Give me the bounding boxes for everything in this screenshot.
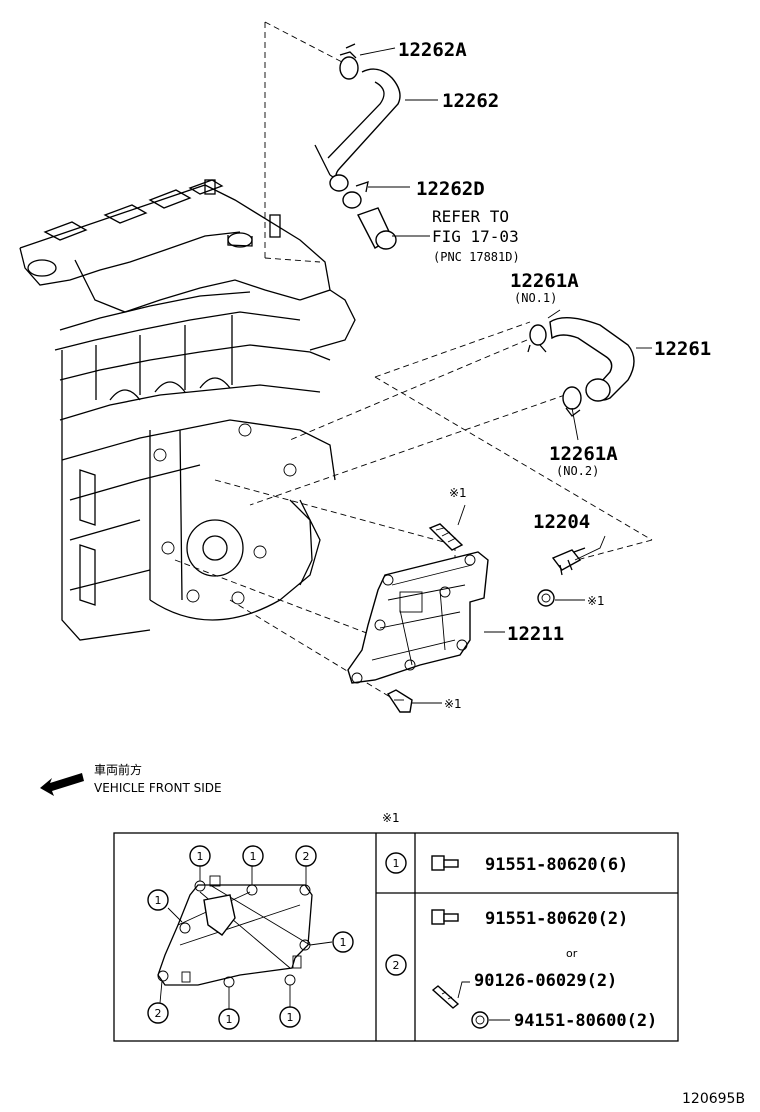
refer-line-1: REFER TO <box>432 207 509 226</box>
mark-nut: ※1 <box>587 594 605 608</box>
label-12261a-no1-sub: (NO.1) <box>514 291 557 305</box>
label-12262d: 12262D <box>416 178 485 200</box>
stud-icon <box>431 985 460 1009</box>
layout-marks: 1 1 2 1 1 2 1 1 <box>147 845 354 1030</box>
orientation-en: VEHICLE FRONT SIDE <box>94 781 222 795</box>
label-12262: 12262 <box>442 90 499 112</box>
callout-labels: 12262A 12262 12262D REFER TO FIG 17-03 (… <box>398 39 711 711</box>
bolt-layout-sketch: 1 1 2 1 1 2 1 1 <box>147 845 354 1030</box>
figure-id: 120695B <box>682 1091 745 1107</box>
layout-mark-text: 1 <box>250 850 257 863</box>
plate-12211-group <box>347 551 489 684</box>
row2-key-circle <box>385 954 407 976</box>
refer-line-2: FIG 17-03 <box>432 227 519 246</box>
layout-mark-text: 1 <box>197 850 204 863</box>
layout-mark <box>218 1008 240 1030</box>
orientation-indicator: 車両前方 VEHICLE FRONT SIDE <box>40 762 222 796</box>
layout-mark-text: 1 <box>155 894 162 907</box>
orientation-jp: 車両前方 <box>94 762 142 777</box>
bolt-icon <box>431 855 459 871</box>
label-12211: 12211 <box>507 623 564 645</box>
layout-mark <box>279 1006 301 1028</box>
layout-mark-text: 1 <box>287 1011 294 1024</box>
table-mark: ※1 <box>382 811 400 825</box>
row2-part-number-a: 91551-80620(2) <box>485 909 628 929</box>
hose-12262-group <box>314 43 401 250</box>
hose-12261-group <box>527 317 635 417</box>
bolt-table: ※1 1 1 <box>113 811 679 1042</box>
row1-key: 1 <box>393 857 400 870</box>
layout-mark <box>147 1002 169 1024</box>
mark-stud: ※1 <box>449 486 467 500</box>
plate-12211-icon[interactable] <box>347 551 489 684</box>
layout-mark-text: 2 <box>303 850 310 863</box>
layout-mark-text: 1 <box>226 1013 233 1026</box>
row1-key-circle <box>385 852 407 874</box>
front-arrow-icon <box>40 773 84 796</box>
row2-or: or <box>566 947 578 960</box>
fasteners-group <box>386 523 555 713</box>
callout-leaders <box>359 47 652 704</box>
clip-12262a-icon[interactable] <box>339 56 359 80</box>
refer-line-3: (PNC 17881D) <box>433 250 520 264</box>
mark-bolt: ※1 <box>444 697 462 711</box>
row2-part-number-b: 90126-06029(2) <box>474 971 617 991</box>
row2-part-number-c: 94151-80600(2) <box>514 1011 657 1031</box>
label-12261: 12261 <box>654 338 711 360</box>
layout-mark <box>295 845 317 867</box>
layout-mark-text: 1 <box>340 936 347 949</box>
clip-12261a-no1-icon[interactable] <box>529 324 547 346</box>
label-12204: 12204 <box>533 511 590 533</box>
layout-mark-text: 2 <box>155 1007 162 1020</box>
label-12261a-no2-sub: (NO.2) <box>556 464 599 478</box>
clip-12261a-no2-icon[interactable] <box>562 386 582 410</box>
stud-icon[interactable] <box>428 523 464 551</box>
sensor-12204-icon[interactable] <box>551 549 582 571</box>
clip-12262d-icon[interactable] <box>342 191 362 209</box>
bolt-icon[interactable] <box>386 689 413 713</box>
nut-icon[interactable] <box>537 589 555 607</box>
row1-part-number: 91551-80620(6) <box>485 855 628 875</box>
label-12261a-no1: 12261A <box>510 270 579 292</box>
row2-key: 2 <box>393 959 400 972</box>
layout-mark <box>147 889 169 911</box>
layout-mark <box>189 845 211 867</box>
bolt-icon <box>431 909 459 925</box>
label-12261a-no2: 12261A <box>549 443 618 465</box>
layout-mark <box>242 845 264 867</box>
sensor-12204-group <box>551 547 586 576</box>
nut-icon <box>471 1011 489 1029</box>
label-12262a: 12262A <box>398 39 467 61</box>
layout-mark <box>332 931 354 953</box>
engine-block-illustration <box>19 179 356 641</box>
